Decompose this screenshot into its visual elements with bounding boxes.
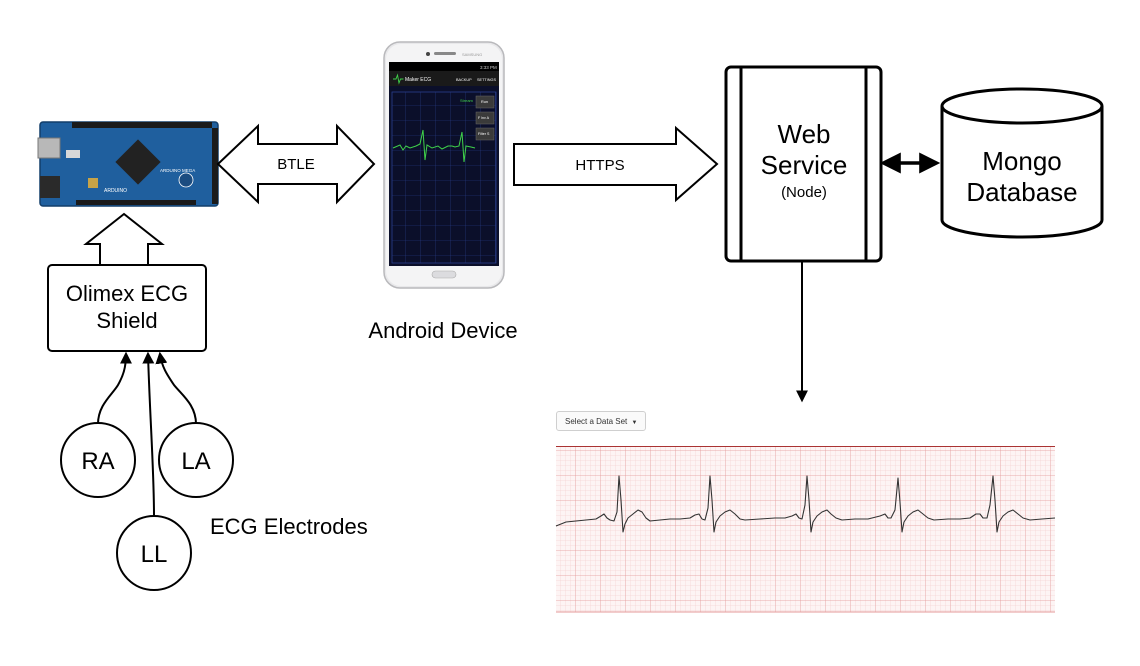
stream-label: Stream (460, 98, 474, 103)
phone-brand-text: SAMSUNG (462, 52, 482, 57)
electrode-leads (97, 351, 197, 517)
electrode-ll-label: LL (141, 541, 168, 568)
phone-filter-s-button[interactable] (475, 127, 495, 141)
web-service-line1: Web (778, 119, 831, 149)
olimex-line1: Olimex ECG (66, 281, 188, 306)
phone-run-label: Run (481, 100, 488, 104)
electrode-la: LA (158, 422, 234, 498)
phone-status-time: 3:33 PM (480, 65, 497, 70)
app-title: Maker ECG (405, 77, 431, 83)
olimex-line2: Shield (96, 308, 157, 333)
web-service-box: Web Service (Node) (724, 65, 883, 263)
mongo-line1: Mongo (982, 146, 1062, 176)
phone-filter-a-button[interactable] (475, 111, 495, 125)
android-phone: SAMSUNG 3:33 PM Maker ECG BACKUP SETTING… (383, 41, 505, 289)
web-service-sub: (Node) (781, 184, 827, 201)
ecg-electrodes-label: ECG Electrodes (210, 514, 368, 539)
btle-label: BTLE (277, 156, 315, 173)
electrode-ra-label: RA (81, 448, 114, 475)
phone-filter-a-label: F lnv A (478, 116, 490, 120)
phone-filter-s-label: Filter S (478, 132, 490, 136)
web-service-line2: Service (761, 150, 848, 180)
olimex-shield-box: Olimex ECG Shield (47, 264, 207, 352)
mongo-database-cylinder: Mongo Database (940, 87, 1104, 239)
board-brand-text: ARDUINO (104, 188, 127, 194)
arduino-board: ARDUINO ARDUINO MEGA (37, 121, 219, 207)
menu-settings[interactable]: SETTINGS (477, 78, 496, 82)
electrode-la-label: LA (181, 448, 210, 475)
board-model-text: ARDUINO MEGA (160, 168, 195, 173)
select-data-set-dropdown[interactable]: Select a Data Set ▼ (556, 411, 647, 431)
ecg-chart (555, 446, 1056, 613)
https-arrow: HTTPS (513, 125, 719, 203)
menu-backup[interactable]: BACKUP (456, 78, 472, 82)
chevron-down-icon: ▼ (631, 420, 638, 426)
android-device-label: Android Device (368, 318, 517, 343)
phone-run-button[interactable] (475, 95, 495, 109)
ecg-trace (555, 475, 1056, 533)
phone-ecg-trace (392, 129, 476, 163)
electrode-ll: LL (116, 515, 192, 591)
btle-double-arrow: BTLE (216, 123, 376, 205)
mongo-line2: Database (966, 177, 1077, 207)
https-label: HTTPS (575, 157, 624, 174)
shield-up-arrow (83, 212, 165, 265)
electrode-ra: RA (60, 422, 136, 498)
select-data-set-label: Select a Data Set (565, 417, 628, 426)
